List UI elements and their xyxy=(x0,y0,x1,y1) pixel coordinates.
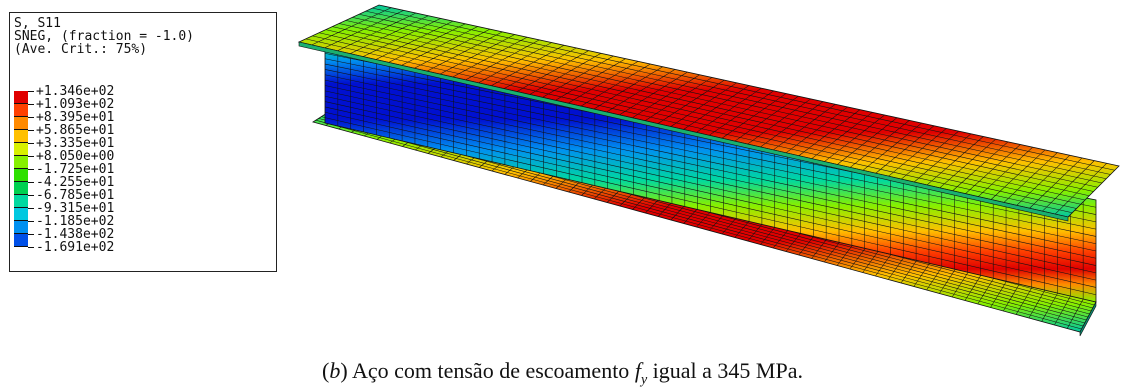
caption-subscript: y xyxy=(640,372,648,388)
legend-value: +8.395e+01 xyxy=(36,110,115,125)
legend-swatch xyxy=(14,169,28,182)
legend-value: -1.725e+01 xyxy=(36,162,115,177)
legend-swatch xyxy=(14,221,28,234)
legend-value: +1.346e+02 xyxy=(36,84,115,99)
legend-swatch xyxy=(14,104,28,117)
legend-swatch xyxy=(14,195,28,208)
legend-tick xyxy=(28,195,34,196)
legend-tick xyxy=(28,156,34,157)
stress-legend: S, S11 SNEG, (fraction = -1.0) (Ave. Cri… xyxy=(9,12,277,272)
legend-value: +5.865e+01 xyxy=(36,123,115,138)
caption-tail: igual a 345 MPa. xyxy=(647,358,803,383)
figure-caption: (b) Aço com tensão de escoamento fy igua… xyxy=(322,358,803,388)
legend-header: S, S11 SNEG, (fraction = -1.0) (Ave. Cri… xyxy=(14,17,194,56)
legend-tick xyxy=(28,234,34,235)
legend-value: +1.093e+02 xyxy=(36,97,115,112)
caption-symbol: f xyxy=(634,358,641,383)
legend-value: +3.335e+01 xyxy=(36,136,115,151)
legend-title-line-3: (Ave. Crit.: 75%) xyxy=(14,42,148,57)
legend-value: -1.691e+02 xyxy=(36,240,115,255)
legend-swatch xyxy=(14,234,28,247)
legend-swatch xyxy=(14,208,28,221)
caption-text: Aço com tensão de escoamento xyxy=(347,358,635,383)
legend-value: -9.315e+01 xyxy=(36,201,115,216)
caption-label: b xyxy=(329,358,341,383)
legend-tick xyxy=(28,169,34,170)
legend-value: -4.255e+01 xyxy=(36,175,115,190)
legend-title-line-1: S, S11 xyxy=(14,16,61,31)
legend-value: -1.438e+02 xyxy=(36,227,115,242)
top-flange xyxy=(297,4,1120,222)
legend-tick xyxy=(28,104,34,105)
legend-tick xyxy=(28,208,34,209)
legend-tick xyxy=(28,117,34,118)
legend-swatch xyxy=(14,130,28,143)
legend-value: +8.050e+00 xyxy=(36,149,115,164)
legend-value: -1.185e+02 xyxy=(36,214,115,229)
legend-tick xyxy=(28,130,34,131)
legend-tick xyxy=(28,221,34,222)
legend-swatch xyxy=(14,182,28,195)
legend-swatch xyxy=(14,117,28,130)
legend-swatch xyxy=(14,156,28,169)
legend-tick xyxy=(28,143,34,144)
legend-swatch xyxy=(14,143,28,156)
legend-value: -6.785e+01 xyxy=(36,188,115,203)
legend-tick xyxy=(28,182,34,183)
legend-tick xyxy=(28,91,34,92)
legend-swatch xyxy=(14,91,28,104)
legend-title-line-2: SNEG, (fraction = -1.0) xyxy=(14,29,195,44)
legend-tick xyxy=(28,247,34,248)
i-beam-contour-plot xyxy=(297,4,1120,337)
